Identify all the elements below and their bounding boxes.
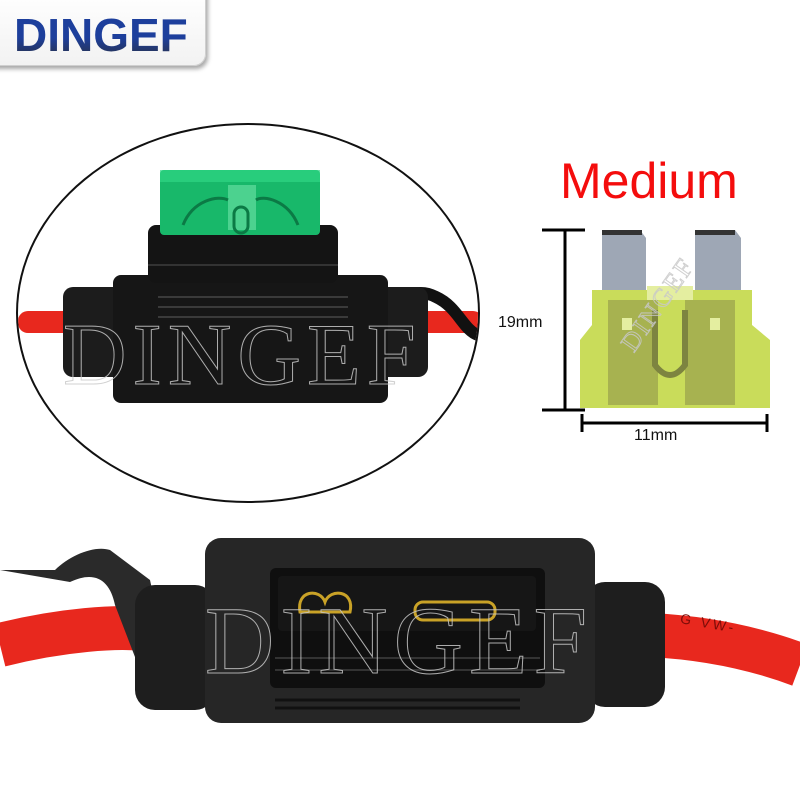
brass-contact-right [413,600,497,622]
width-label: 11mm [634,427,678,444]
brand-logo-text: DINGEF [14,9,188,61]
fuse-blade-right [695,230,741,290]
watermark-text-oval: DINGEF [63,307,422,405]
brand-logo-badge [0,0,206,66]
fuse-size-headline: Medium [560,153,738,209]
fuse-holder-closeup-illustration [18,170,478,403]
yellow-fuse-dimension-illustration [542,228,770,432]
inline-fuse-holder-illustration [0,538,800,723]
fuse-blade-left [602,230,646,290]
red-wire-right [648,613,800,686]
height-label: 19mm [498,314,543,331]
watermark-text-bottom: DINGEF [205,587,593,695]
black-cap-strap [0,548,165,670]
holder-cap [148,225,338,283]
holder-sleeve-left [135,585,215,710]
holder-sleeve-right [585,582,665,707]
brass-contact-left [298,591,353,614]
detail-oval: DINGEF [16,123,480,503]
